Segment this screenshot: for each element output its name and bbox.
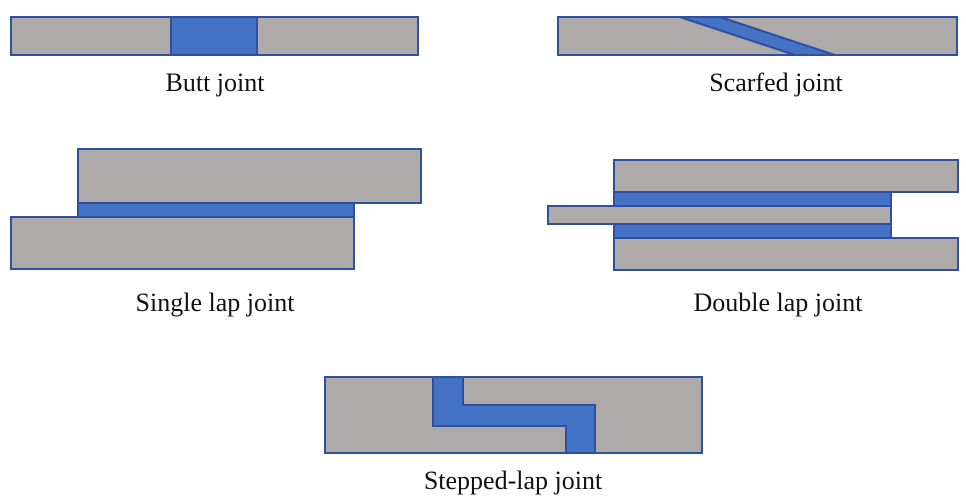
double-lap-top-adherend: [613, 159, 959, 193]
butt-right-adherend: [256, 16, 419, 56]
double-lap-upper-adhesive: [613, 191, 892, 207]
single-lap-joint-figure: [10, 148, 422, 270]
stepped-lap-joint-caption: Stepped-lap joint: [423, 466, 603, 495]
double-lap-joint-figure: [547, 159, 959, 271]
double-lap-bottom-adherend: [613, 237, 959, 271]
scarfed-right-adherend: [719, 16, 958, 56]
double-lap-middle-adherend: [547, 205, 892, 225]
scarfed-joint-figure: [557, 16, 958, 56]
butt-joint-figure: [10, 16, 419, 56]
single-lap-joint-caption: Single lap joint: [135, 288, 295, 317]
single-lap-adhesive-layer: [77, 202, 355, 218]
single-lap-bottom-adherend: [10, 216, 355, 270]
stepped-lap-joint-figure: [324, 376, 703, 454]
single-lap-top-adherend: [77, 148, 422, 204]
butt-joint-caption: Butt joint: [165, 68, 265, 97]
stepped-lap-right-adherend: [462, 376, 703, 454]
double-lap-lower-adhesive: [613, 223, 892, 239]
double-lap-joint-caption: Double lap joint: [693, 288, 863, 317]
butt-left-adherend: [10, 16, 172, 56]
butt-adhesive-layer: [170, 16, 258, 56]
scarfed-joint-caption: Scarfed joint: [709, 68, 843, 97]
